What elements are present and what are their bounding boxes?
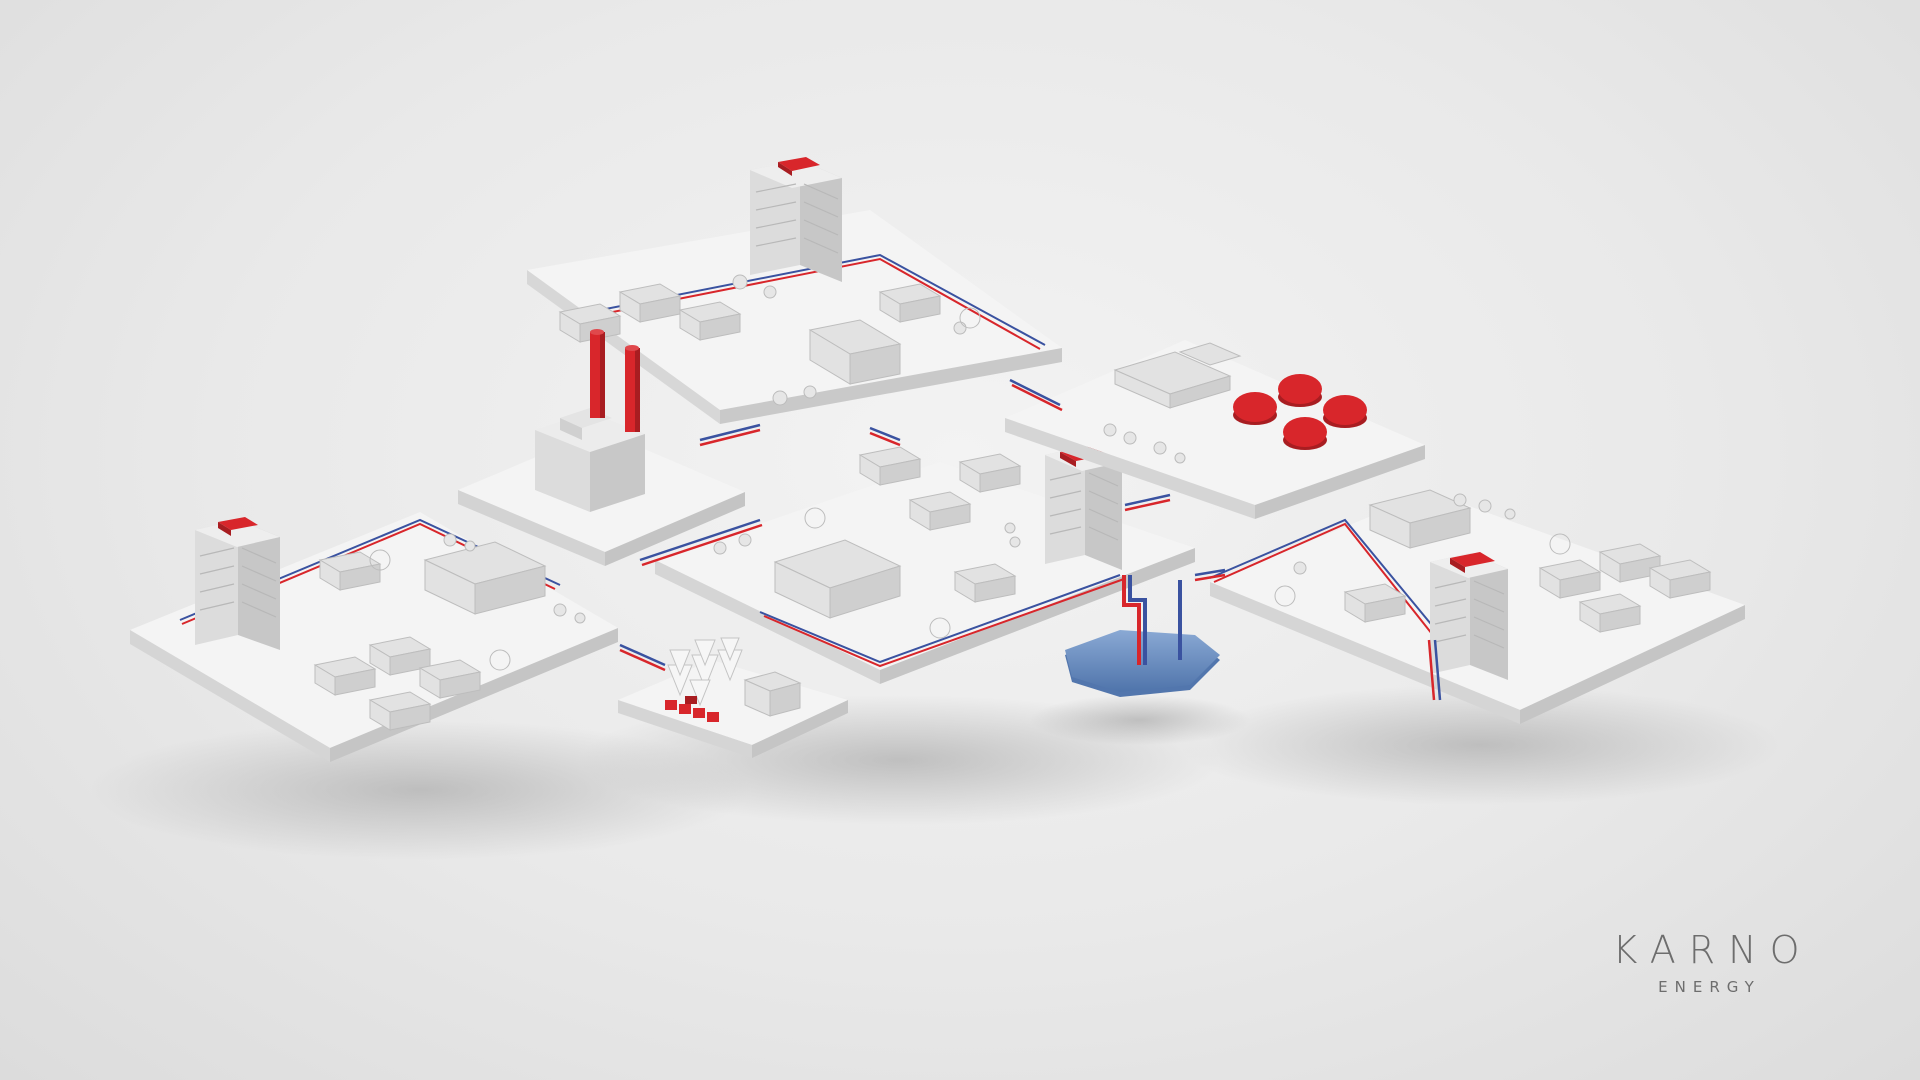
north-houses <box>558 283 942 385</box>
logo-tagline: ENERGY <box>1658 978 1761 996</box>
warehouse <box>743 671 802 717</box>
central-trees <box>713 507 1021 639</box>
north-residential-district <box>527 157 1062 424</box>
red-smokestacks <box>590 329 640 432</box>
central-houses <box>773 446 1022 619</box>
west-trees <box>369 533 586 671</box>
west-houses <box>313 541 547 731</box>
east-houses <box>1343 489 1712 633</box>
west-residential-district <box>130 512 618 762</box>
geothermal-lake <box>1065 575 1220 697</box>
snowy-pine-trees <box>667 637 743 707</box>
industrial-tank-farm <box>1005 340 1425 519</box>
district-heating-pipes <box>619 378 1442 701</box>
tank-farm-trees <box>1103 423 1186 464</box>
red-storage-tanks <box>1233 374 1367 450</box>
forest-warehouse-block <box>618 637 848 758</box>
red-barrels <box>665 696 719 722</box>
karno-energy-logo: KARNO ENERGY <box>1596 928 1816 996</box>
tall-apartment-tower <box>750 157 842 282</box>
logo-wordmark: KARNO <box>1612 928 1813 972</box>
east-trees <box>1274 493 1571 607</box>
factory-hall <box>1113 342 1242 409</box>
power-plant-block <box>458 329 745 566</box>
east-residential-district <box>1209 489 1745 724</box>
north-trees <box>732 274 981 406</box>
power-plant-building <box>535 408 645 512</box>
east-apartment-tower <box>1430 552 1508 680</box>
west-apartment-tower <box>195 517 280 650</box>
